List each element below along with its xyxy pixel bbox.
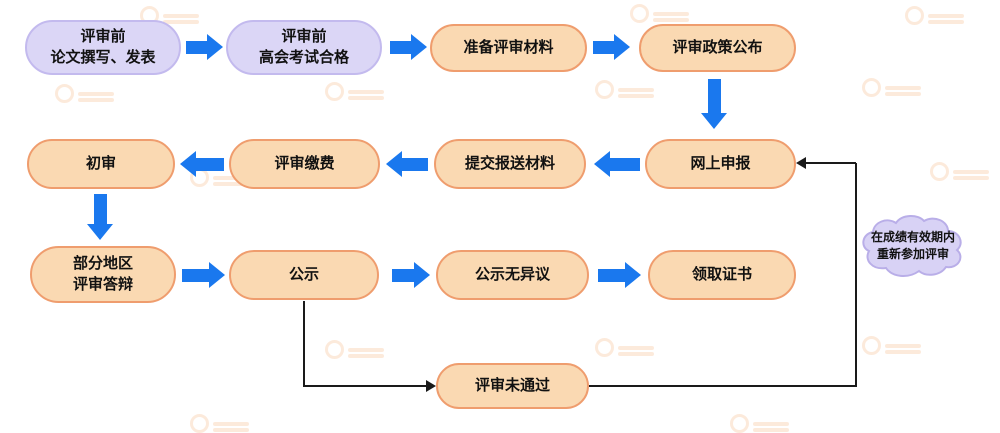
note-retry-cloud: 在成绩有效期内 重新参加评审 [856,212,970,280]
watermark-logo-icon [55,84,114,103]
arrow-review-to-defense-icon [87,194,113,240]
node-pay-fee-label: 评审缴费 [274,154,335,172]
arrow-defense-to-publicity-icon [182,262,225,288]
node-prepare-materials-label: 准备评审材料 [463,38,554,56]
arrow-noobjection-to-certificate-icon [598,262,641,288]
watermark-logo-icon [595,338,654,357]
node-online-apply: 网上申报 [645,139,796,189]
node-submit-materials: 提交报送材料 [434,139,586,189]
node-policy-release: 评审政策公布 [639,24,796,72]
watermark-logo-icon [595,80,654,99]
node-defense: 部分地区 评审答辩 [30,246,176,303]
watermark-logo-icon [862,336,921,355]
watermark-logo-icon [190,414,249,433]
node-fail: 评审未通过 [436,363,589,409]
cloud-shape-icon [862,215,962,277]
arrow-policy-to-apply-icon [701,79,727,129]
node-fail-label: 评审未通过 [474,376,550,394]
node-online-apply-label: 网上申报 [690,154,751,172]
node-get-certificate: 领取证书 [648,250,796,300]
watermark-logo-icon [325,340,384,359]
node-get-certificate-label: 领取证书 [691,265,752,283]
node-prepare-materials: 准备评审材料 [430,24,587,72]
watermark-logo-icon [930,162,989,181]
node-first-review-label: 初审 [85,154,116,172]
arrow-submit-to-fee-icon [386,151,428,177]
connector-arrowhead-right-icon [426,380,436,392]
watermark-logo-icon [730,414,789,433]
connector-publicity-down [303,301,305,386]
arrow-prepare-to-policy-icon [593,34,630,60]
note-retry-label: 在成绩有效期内 重新参加评审 [870,230,955,261]
arrow-fee-to-review-icon [180,151,224,177]
connector-arrowhead-left-icon [796,157,806,169]
arrow-apply-to-submit-icon [594,151,640,177]
arrow-publicity-to-noobjection-icon [392,262,430,288]
node-publicity-label: 公示 [288,265,319,283]
watermark-logo-icon [905,6,964,25]
node-pre-thesis: 评审前 论文撰写、发表 [25,20,181,75]
node-submit-materials-label: 提交报送材料 [464,154,555,172]
watermark-logo-icon [325,82,384,101]
arrow-exam-to-prepare-icon [390,34,427,60]
connector-fail-right [589,385,857,387]
node-no-objection: 公示无异议 [436,250,589,300]
connector-loop-to-apply [806,162,856,164]
node-first-review: 初审 [27,139,175,189]
node-no-objection-label: 公示无异议 [474,265,550,283]
node-policy-release-label: 评审政策公布 [672,38,763,56]
connector-publicity-to-fail [303,385,427,387]
node-pay-fee: 评审缴费 [229,139,380,189]
watermark-logo-icon [630,4,689,23]
node-pre-exam: 评审前 高会考试合格 [226,20,382,75]
node-defense-label: 部分地区 评审答辩 [72,255,133,293]
arrow-thesis-to-exam-icon [186,34,223,60]
node-pre-thesis-label: 评审前 论文撰写、发表 [50,28,156,66]
watermark-logo-icon [862,78,921,97]
connector-loop-up [855,163,857,387]
node-pre-exam-label: 评审前 高会考试合格 [258,28,349,66]
node-publicity: 公示 [229,250,379,300]
